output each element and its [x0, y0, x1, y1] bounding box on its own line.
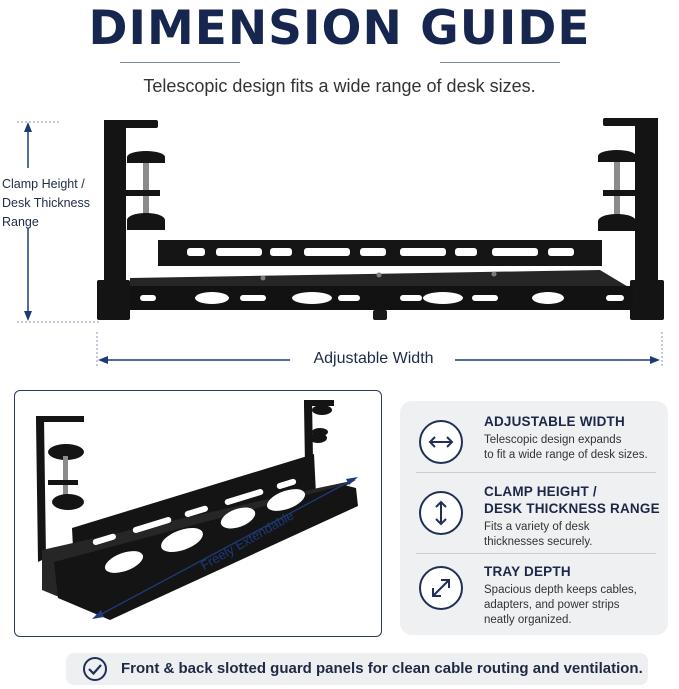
bottom-banner	[66, 653, 648, 685]
feature-description-line: neatly organized.	[484, 614, 572, 626]
feature-title: TRAY DEPTH	[484, 564, 571, 579]
tray-base	[130, 270, 630, 290]
back-panel	[158, 240, 602, 266]
page-title: DIMENSION GUIDE	[88, 1, 591, 56]
feature-description: Fits a variety of desk thicknesses secur…	[484, 520, 664, 550]
feature-title: CLAMP HEIGHT /	[484, 484, 597, 499]
feature-description-line: adapters, and power strips	[484, 599, 620, 611]
feature-description-line: Fits a variety of desk	[484, 521, 590, 533]
feature-description-line: thicknesses securely.	[484, 536, 593, 548]
isometric-view-diagram	[36, 400, 358, 620]
clamp-label-line: Desk Thickness	[2, 196, 90, 210]
adjustable-width-label: Adjustable Width	[296, 350, 451, 368]
feature-title: ADJUSTABLE WIDTH	[484, 414, 625, 429]
page-subtitle: Telescopic design fits a wide range of d…	[143, 76, 536, 96]
front-panel	[130, 271, 633, 320]
banner-text: Front & back slotted guard panels for cl…	[121, 660, 643, 677]
front-view-diagram	[17, 118, 664, 368]
diagonal-arrows-icon	[419, 566, 463, 610]
horizontal-arrows-icon	[419, 420, 463, 464]
feature-description-line: Telescopic design expands	[484, 434, 622, 446]
clamp-label-line: Range	[2, 215, 39, 229]
left-clamp	[97, 120, 165, 320]
title-rule-left	[120, 62, 240, 63]
vertical-arrows-icon	[419, 491, 463, 535]
clamp-label-line: Clamp Height /	[2, 177, 85, 191]
feature-divider	[416, 553, 656, 554]
extend-arrow-line	[93, 477, 357, 619]
isometric-view-card	[14, 390, 382, 637]
right-clamp	[598, 118, 664, 320]
clamp-height-label: Clamp Height / Desk Thickness Range	[2, 175, 97, 232]
feature-adjustable-width: ADJUSTABLE WIDTH Telescopic design expan…	[484, 413, 664, 463]
feature-clamp-height: CLAMP HEIGHT / DESK THICKNESS RANGE Fits…	[484, 483, 664, 550]
feature-description: Spacious depth keeps cables, adapters, a…	[484, 583, 664, 628]
feature-description-line: to fit a wide range of desk sizes.	[484, 449, 648, 461]
check-circle-icon	[82, 656, 108, 682]
feature-description-line: Spacious depth keeps cables,	[484, 584, 637, 596]
feature-title: DESK THICKNESS RANGE	[484, 501, 660, 516]
feature-tray-depth: TRAY DEPTH Spacious depth keeps cables, …	[484, 563, 664, 628]
feature-divider	[416, 472, 656, 473]
title-rule-right	[440, 62, 560, 63]
feature-description: Telescopic design expands to fit a wide …	[484, 433, 664, 463]
